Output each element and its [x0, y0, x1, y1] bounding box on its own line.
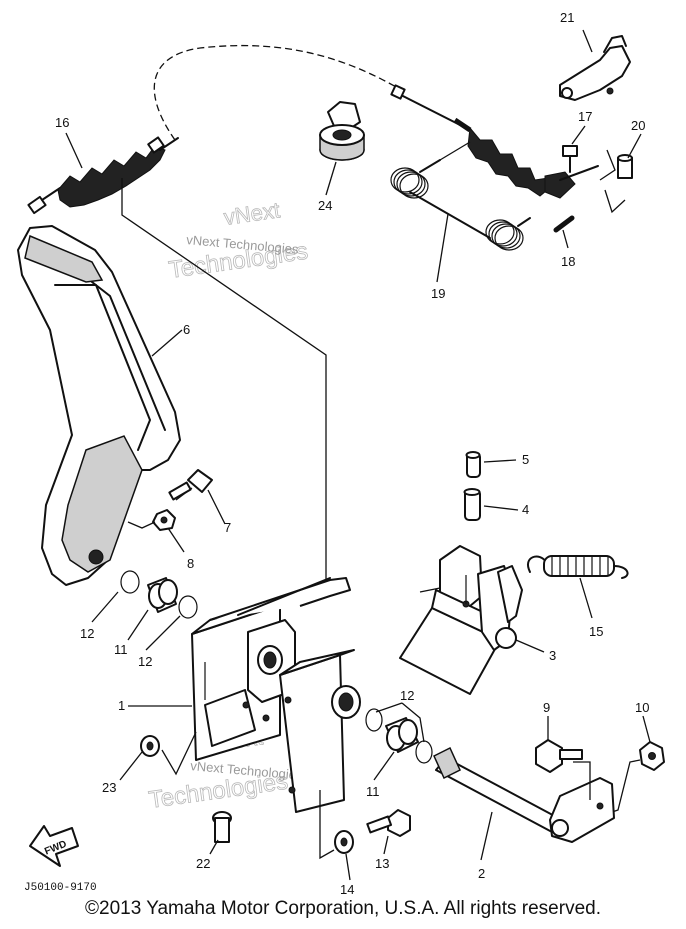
part-19-torsion-spring [390, 141, 531, 251]
center-plate [279, 649, 361, 813]
watermark-top: vNext Technologies vNext Technologies [167, 197, 310, 284]
callout-11-right: 11 [366, 784, 380, 799]
callout-9: 9 [543, 700, 550, 715]
part-18-pin [553, 215, 575, 233]
part-24-clip [319, 101, 365, 161]
copyright-notice: ©2013 Yamaha Motor Corporation, U.S.A. A… [85, 898, 601, 919]
part-16-cable-end [27, 136, 179, 215]
callout-19: 19 [431, 286, 445, 301]
reference-line-16 [121, 178, 327, 590]
part-5-pin [465, 451, 481, 478]
callout-5: 5 [522, 452, 529, 467]
part-23-nut [140, 731, 197, 776]
part-14-nut [319, 790, 354, 860]
part-6-foot-pedal [17, 225, 181, 586]
callout-12-left: 12 [80, 626, 94, 641]
part-12-washer-right-a [365, 708, 383, 732]
callout-10: 10 [635, 700, 649, 715]
part-12-washer-left [120, 570, 140, 594]
part-2-shaft [433, 746, 615, 843]
callout-12-mid: 12 [138, 654, 152, 669]
watermark-outline-top: vNext [222, 197, 281, 230]
callout-3: 3 [549, 648, 556, 663]
callout-22: 22 [196, 856, 210, 871]
leader-lines [65, 29, 651, 881]
part-12-washer-right-b [415, 740, 433, 764]
callout-13: 13 [375, 856, 389, 871]
callout-20: 20 [631, 118, 645, 133]
callout-2: 2 [478, 866, 485, 881]
part-7-bolt [168, 469, 213, 501]
callout-17: 17 [578, 109, 592, 124]
part-9-bolt [535, 739, 583, 773]
part-12-washer-mid [178, 595, 198, 619]
part-13-bolt [366, 809, 411, 837]
part-4-pin [463, 488, 481, 521]
callout-6: 6 [183, 322, 190, 337]
callout-1: 1 [118, 698, 125, 713]
part-1-bracket [191, 577, 351, 761]
cable-path-dashed [153, 45, 406, 141]
part-22-bolt [212, 811, 232, 843]
callout-4: 4 [522, 502, 529, 517]
diagram-code: J50100-9170 [24, 882, 97, 894]
part-17-bolt [562, 145, 578, 173]
part-11-bushing-right [385, 717, 419, 753]
callout-11-left: 11 [114, 642, 128, 657]
callout-16: 16 [55, 115, 69, 130]
callout-14: 14 [340, 882, 354, 897]
part-20-collar [599, 149, 633, 214]
callouts: 1 2 3 4 5 6 7 8 9 10 11 11 12 12 12 13 1… [55, 10, 649, 897]
part-8-nut [127, 509, 176, 531]
part-15-spring [527, 555, 629, 579]
fwd-arrow: FWD [29, 825, 79, 867]
callout-7: 7 [224, 520, 231, 535]
callout-15: 15 [589, 624, 603, 639]
callout-8: 8 [187, 556, 194, 571]
callout-23: 23 [102, 780, 116, 795]
cable-rod-assembly [390, 84, 599, 199]
part-21-lever-arm [559, 35, 631, 101]
callout-21: 21 [560, 10, 574, 25]
callout-12-right: 12 [400, 688, 414, 703]
part-3-lever [399, 545, 523, 695]
callout-24: 24 [318, 198, 332, 213]
part-11-bushing-left [147, 577, 178, 613]
callout-18: 18 [561, 254, 575, 269]
